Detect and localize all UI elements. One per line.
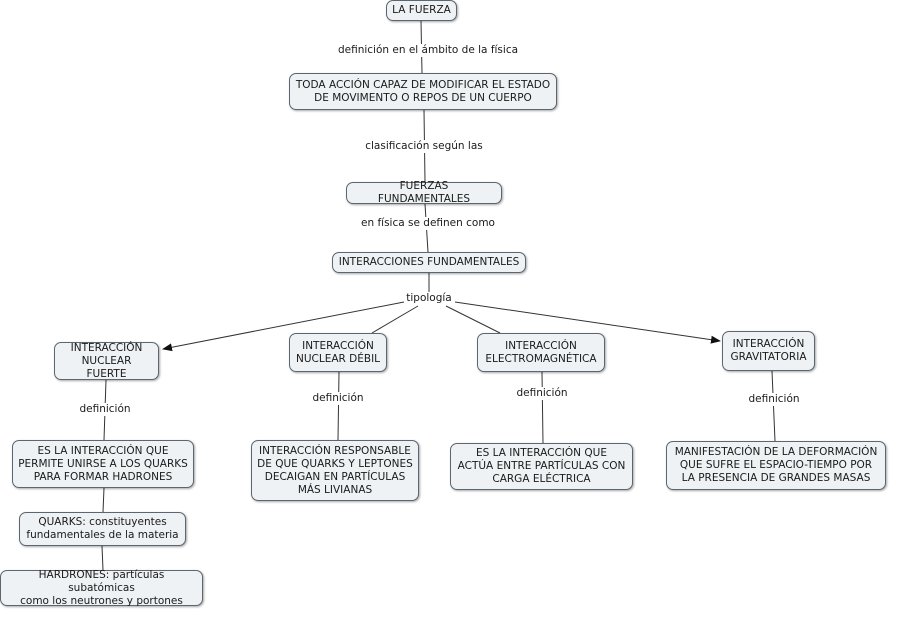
link-line-grav-def xyxy=(771,370,776,442)
link-line-quarks-hadrones xyxy=(101,545,104,571)
node-interaccion-nuclear-fuerte[interactable]: INTERACCIÓN NUCLEAR FUERTE xyxy=(54,342,159,380)
node-grav-definicion[interactable]: MANIFESTACIÓN DE LA DEFORMACIÓN QUE SUFR… xyxy=(666,441,886,490)
link-label-tipologia: tipología xyxy=(404,292,454,305)
node-interacciones-fundamentales[interactable]: INTERACCIONES FUNDAMENTALES xyxy=(332,252,526,273)
node-fuerzas-fundamentales[interactable]: FUERZAS FUNDAMENTALES xyxy=(346,180,502,205)
link-line-debil-def xyxy=(337,371,340,441)
link-line-tipologia-debil xyxy=(371,305,419,334)
node-debil-definicion[interactable]: INTERACCIÓN RESPONSABLE DE QUE QUARKS Y … xyxy=(251,440,419,501)
node-interaccion-nuclear-debil[interactable]: INTERACCIÓN NUCLEAR DÉBIL xyxy=(289,333,387,372)
link-label-en-fisica: en física se definen como xyxy=(359,217,497,230)
node-fuerte-definicion[interactable]: ES LA INTERACCIÓN QUE PERMITE UNIRSE A L… xyxy=(12,440,194,488)
link-label-definicion-electro: definición xyxy=(514,387,570,400)
node-la-fuerza[interactable]: LA FUERZA xyxy=(386,0,457,21)
link-label-definicion-fisica: definición en el ámbito de la física xyxy=(335,44,521,57)
node-electro-definicion[interactable]: ES LA INTERACCIÓN QUE ACTÚA ENTRE PARTÍC… xyxy=(450,443,633,490)
node-definicion-fuerza[interactable]: TODA ACCIÓN CAPAZ DE MODIFICAR EL ESTADO… xyxy=(289,73,557,110)
link-label-definicion-grav: definición xyxy=(746,393,802,406)
arrow-tipologia-fuerte xyxy=(162,301,405,352)
node-hadrones[interactable]: HARDRONES: partículas subatómicas como l… xyxy=(0,569,203,607)
link-line-electro-def xyxy=(541,371,544,444)
link-label-definicion-debil: definición xyxy=(310,392,366,405)
link-label-clasificacion: clasificación según las xyxy=(363,140,485,153)
link-label-definicion-fuerte: definición xyxy=(77,403,133,416)
arrow-tipologia-grav xyxy=(454,301,721,344)
node-interaccion-electromagnetica[interactable]: INTERACCIÓN ELECTROMAGNÉTICA xyxy=(477,333,605,372)
node-interaccion-gravitatoria[interactable]: INTERACCIÓN GRAVITATORIA xyxy=(722,331,815,371)
node-quarks[interactable]: QUARKS: constituyentes fundamentales de … xyxy=(19,512,186,546)
link-line-fuertedef-quarks xyxy=(102,487,105,513)
link-line-tipologia-electro xyxy=(445,305,501,334)
